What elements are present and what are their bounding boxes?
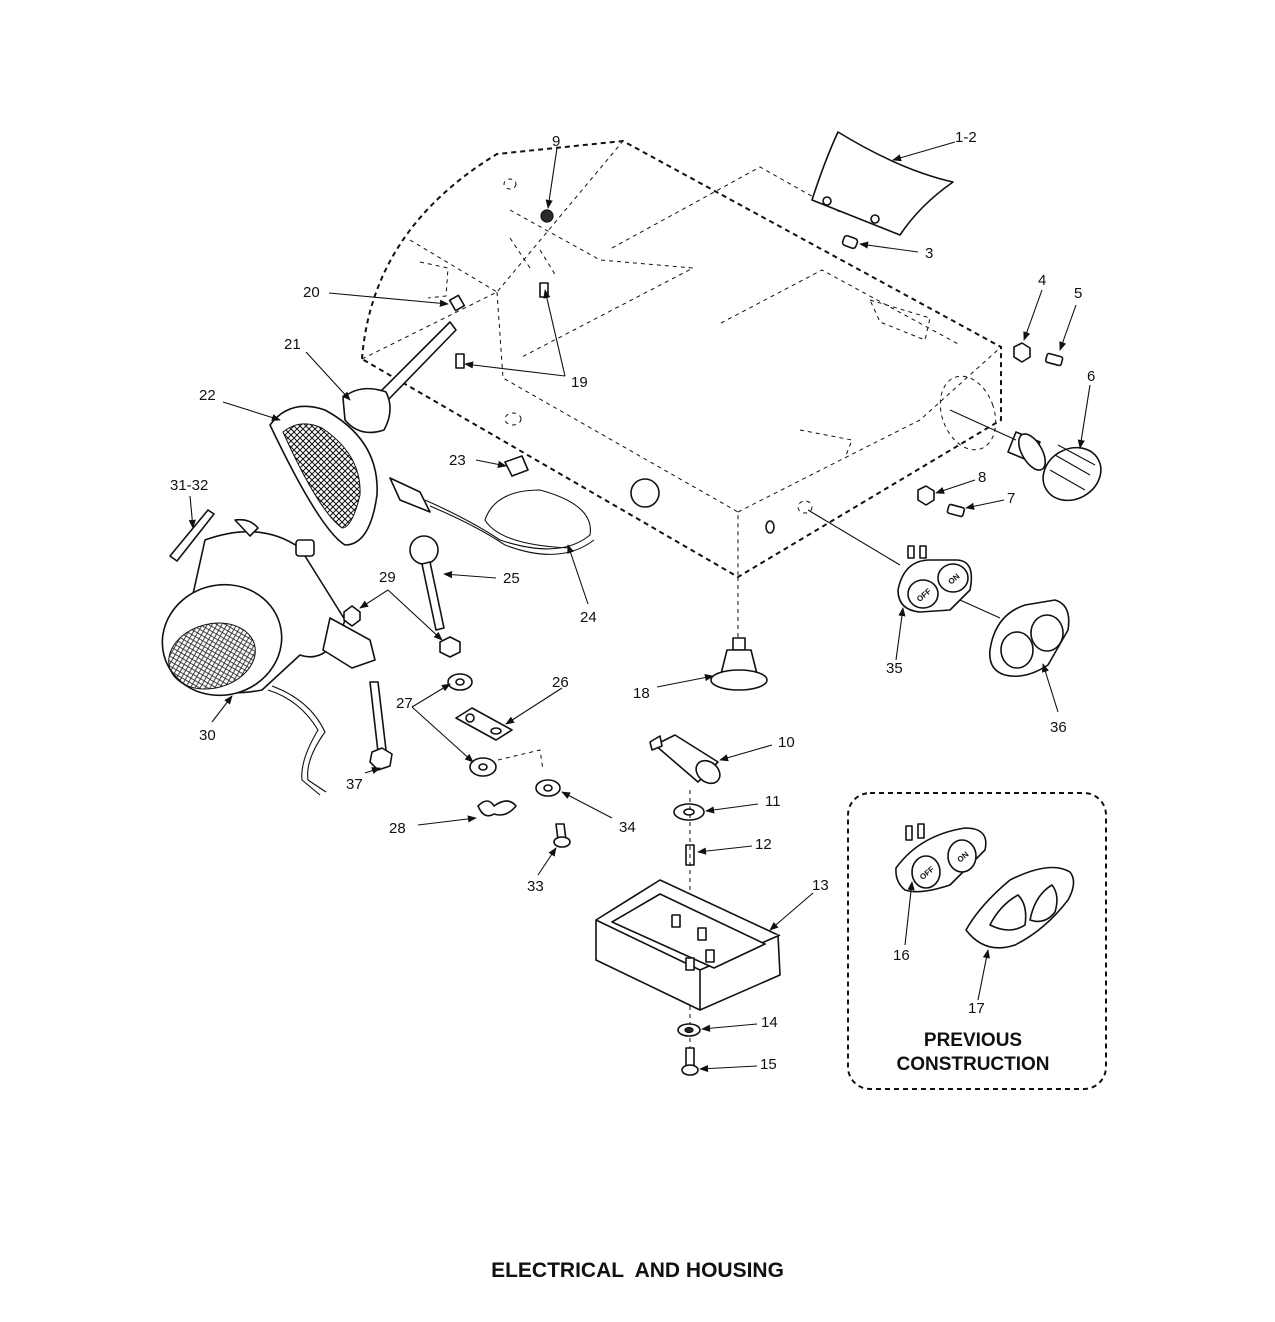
callout-6: 6 bbox=[1087, 368, 1095, 385]
power-cord-24 bbox=[389, 455, 595, 555]
callout-labels: 1-2 3 4 5 6 7 8 9 10 11 12 13 14 15 16 1… bbox=[170, 129, 1095, 1073]
callout-9: 9 bbox=[552, 133, 560, 150]
inset-heading-line1: PREVIOUS bbox=[924, 1030, 1022, 1051]
washer-34-hole bbox=[543, 784, 553, 792]
callout-29: 29 bbox=[379, 569, 396, 586]
callout-8: 8 bbox=[978, 469, 986, 486]
callout-18: 18 bbox=[633, 685, 650, 702]
nut-4 bbox=[1013, 342, 1031, 363]
callout-1-2: 1-2 bbox=[955, 129, 977, 146]
callout-19: 19 bbox=[571, 374, 588, 391]
nut-9 bbox=[540, 209, 554, 223]
callout-26: 26 bbox=[552, 674, 569, 691]
callout-34: 34 bbox=[619, 819, 636, 836]
callout-4: 4 bbox=[1038, 272, 1046, 289]
callout-27: 27 bbox=[396, 695, 413, 712]
electrical-box-13 bbox=[595, 879, 781, 1011]
adjustment-knob-21 bbox=[342, 321, 457, 434]
screw-5 bbox=[1044, 352, 1064, 367]
callout-23: 23 bbox=[449, 452, 466, 469]
nut-29a bbox=[343, 605, 361, 627]
screw-15 bbox=[681, 1047, 699, 1076]
switch-16: OFF ON bbox=[895, 823, 987, 893]
callout-35: 35 bbox=[886, 660, 903, 677]
callout-30: 30 bbox=[199, 727, 216, 744]
diagram-title: ELECTRICAL AND HOUSING bbox=[491, 1259, 784, 1282]
switch-boot-17 bbox=[965, 866, 1075, 949]
plate-26 bbox=[455, 707, 513, 741]
leader-dash-26 bbox=[497, 749, 544, 771]
callout-11: 11 bbox=[765, 793, 781, 810]
screw-19b bbox=[455, 353, 465, 369]
callout-3: 3 bbox=[925, 245, 933, 262]
screw-37 bbox=[369, 681, 393, 771]
callout-25: 25 bbox=[503, 570, 520, 587]
leader-lines bbox=[188, 141, 1091, 1073]
callout-22: 22 bbox=[199, 387, 216, 404]
bolt-25 bbox=[409, 535, 445, 631]
belt-22 bbox=[269, 405, 378, 546]
callout-7: 7 bbox=[1007, 490, 1015, 507]
washer-27b-hole bbox=[478, 763, 488, 771]
callout-5: 5 bbox=[1074, 285, 1082, 302]
knob-6 bbox=[1007, 431, 1102, 502]
set-screw-20 bbox=[448, 294, 466, 312]
callout-12: 12 bbox=[755, 836, 772, 853]
inset-heading-line2: CONSTRUCTION bbox=[896, 1054, 1049, 1075]
callout-36: 36 bbox=[1050, 719, 1067, 736]
switch-boot-36 bbox=[988, 599, 1070, 678]
nut-29b bbox=[439, 636, 461, 658]
motor-30 bbox=[161, 518, 376, 796]
screw-3 bbox=[841, 234, 859, 250]
callout-15: 15 bbox=[760, 1056, 777, 1073]
callout-14: 14 bbox=[761, 1014, 778, 1031]
washer-14-hole bbox=[684, 1026, 694, 1034]
callout-28: 28 bbox=[389, 820, 406, 837]
callout-21: 21 bbox=[284, 336, 301, 353]
callout-24: 24 bbox=[580, 609, 597, 626]
foot-18 bbox=[710, 637, 768, 691]
washer-27a-hole bbox=[455, 678, 465, 686]
callout-37: 37 bbox=[346, 776, 363, 793]
callout-20: 20 bbox=[303, 284, 320, 301]
screw-7 bbox=[946, 503, 966, 518]
housing-outline bbox=[360, 139, 1002, 640]
callout-10: 10 bbox=[778, 734, 795, 751]
capacitor-10 bbox=[649, 734, 721, 785]
callout-13: 13 bbox=[812, 877, 829, 894]
callout-31-32: 31-32 bbox=[170, 477, 208, 494]
switch-35: OFF ON bbox=[897, 545, 973, 613]
wing-nut-28 bbox=[477, 800, 517, 817]
blade-guard-part bbox=[811, 131, 954, 236]
previous-construction-inset: OFF ON PREVIOUS CONSTRUCTION bbox=[847, 792, 1107, 1090]
screw-19a bbox=[539, 282, 549, 298]
callout-17: 17 bbox=[968, 1000, 985, 1017]
screw-33 bbox=[553, 823, 571, 848]
washer-11-hole bbox=[683, 808, 695, 816]
nut-8 bbox=[917, 485, 935, 506]
callout-16: 16 bbox=[893, 947, 910, 964]
callout-33: 33 bbox=[527, 878, 544, 895]
